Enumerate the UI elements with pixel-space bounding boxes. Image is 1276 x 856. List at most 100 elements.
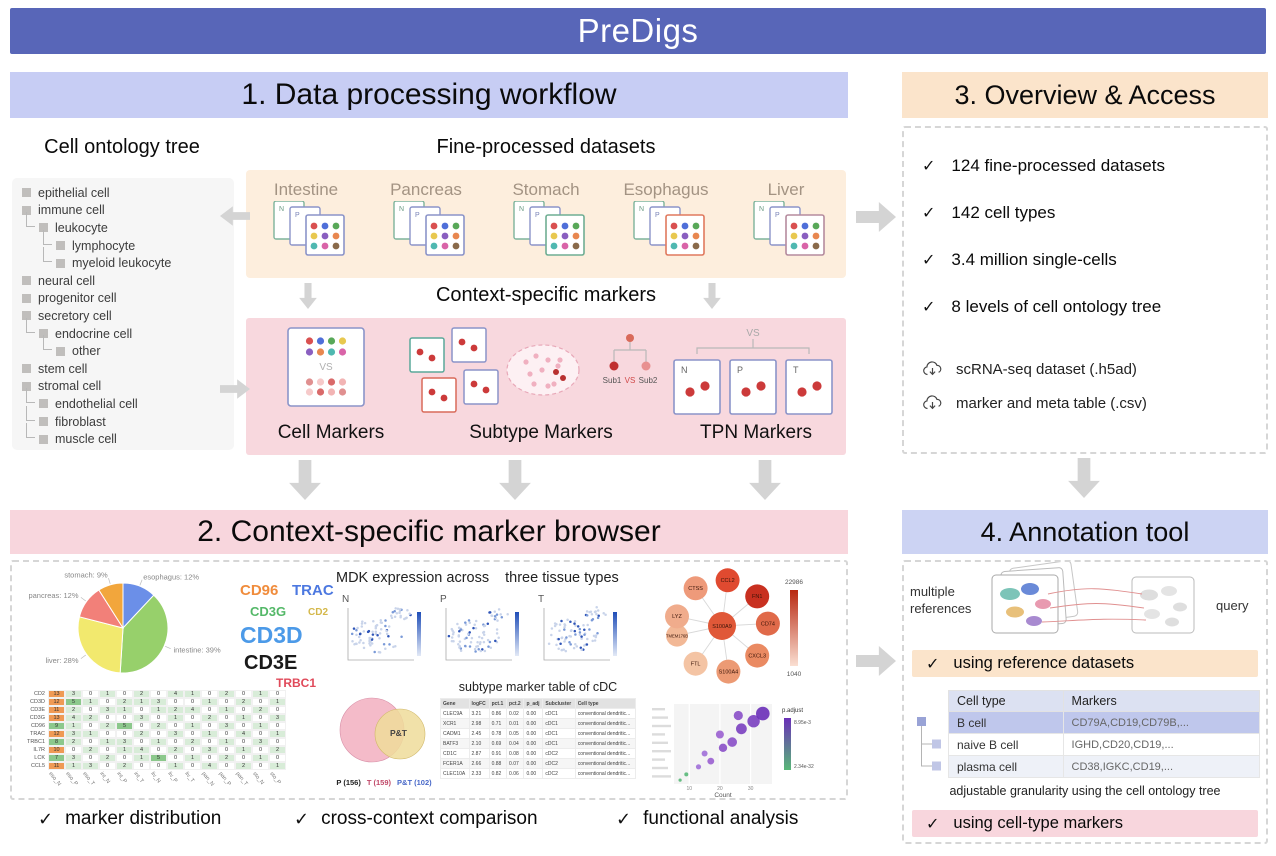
ontology-item-label: stem cell [38, 361, 88, 376]
section1-header: 1. Data processing workflow [10, 72, 848, 118]
feature-reference-label: using reference datasets [953, 654, 1135, 672]
svg-text:N: N [399, 206, 404, 213]
tissue-distribution-pie: esophagus: 12% intestine: 39% liver: 28%… [18, 564, 233, 694]
ontology-item-label: endocrine cell [55, 326, 133, 341]
overview-stat: ✓ 142 cell types [922, 189, 1258, 236]
svg-text:P: P [415, 212, 420, 219]
download-item-label: scRNA-seq dataset (.h5ad) [956, 360, 1137, 378]
tree-node-icon [56, 241, 65, 251]
svg-text:N: N [279, 206, 284, 213]
granularity-note: adjustable granularity using the cell on… [949, 784, 1221, 798]
tissue-name: Stomach [512, 180, 580, 199]
gene-CD96: CD96 [240, 582, 279, 599]
download-item: scRNA-seq dataset (.h5ad) [922, 352, 1258, 386]
svg-text:2.34e-32: 2.34e-32 [794, 764, 814, 770]
svg-text:P: P [295, 212, 300, 219]
subtype-markers-illustration: Sub1 VS Sub2 [408, 326, 658, 427]
svg-text:T: T [538, 594, 544, 605]
tissue-stomach: Stomach N P [488, 180, 604, 262]
arrow-markers-to-browser-3 [747, 460, 783, 500]
tissue-esophagus: Esophagus N P [608, 180, 724, 262]
gene-CD3D: CD3D [240, 622, 303, 648]
feature-markers-label: using cell-type markers [953, 814, 1124, 832]
venn-caption-part: P&T (102) [397, 778, 432, 787]
dataset-stack-icon: N P [266, 200, 346, 262]
ontology-item: leukocyte [12, 212, 234, 237]
check-icon: ✓ [616, 808, 632, 829]
arrow-datasets-to-tree [220, 205, 250, 227]
arrow-to-annotation [856, 644, 896, 678]
dataset-card-stack: N P [633, 200, 705, 256]
section2-header: 2. Context-specific marker browser [10, 510, 848, 554]
tree-node-icon [22, 188, 31, 198]
marker-group-label: TPN Markers [700, 422, 812, 443]
query-label: query [1216, 598, 1249, 613]
svg-text:FN1: FN1 [752, 594, 762, 600]
check-icon: ✓ [922, 298, 936, 316]
check-icon: ✓ [922, 204, 936, 222]
svg-text:liver: 28%: liver: 28% [46, 656, 79, 665]
arrow-to-overview [856, 200, 896, 234]
section1-title: 1. Data processing workflow [241, 78, 617, 111]
enrichment-dotplot: 10 20 30 Count p.adjust 8.95e-3 2.34e-32 [652, 704, 814, 799]
annotation-table-row: naive B cell IGHD,CD20,CD19,... [948, 733, 1261, 756]
browser-feature: ✓functional analysis [616, 808, 798, 830]
venn-caption: P (156)T (159)P&T (102) [330, 778, 438, 787]
browser-feature: ✓cross-context comparison [294, 808, 538, 830]
download-item-label: marker and meta table (.csv) [956, 394, 1147, 412]
dataset-stack-icon: N P [506, 200, 586, 262]
cell-type-cell: naive B cell [948, 733, 1064, 756]
svg-text:N: N [639, 206, 644, 213]
ontology-item-label: fibroblast [55, 414, 106, 429]
check-icon: ✓ [294, 808, 310, 829]
tree-node-icon [22, 276, 31, 286]
check-icon: ✓ [926, 815, 940, 833]
overview-stat-label: 124 fine-processed datasets [951, 155, 1165, 175]
tree-node-icon [22, 381, 31, 391]
svg-text:esophagus: 12%: esophagus: 12% [143, 572, 199, 581]
ontology-item-label: secretory cell [38, 308, 112, 323]
arrow-tree-to-markers [220, 378, 250, 400]
tissue-name: Intestine [273, 180, 339, 199]
tissue-pie-chart: esophagus: 12% intestine: 39% liver: 28%… [28, 571, 221, 674]
gene-CD3E: CD3E [244, 652, 298, 674]
ontology-item: myeloid leukocyte [12, 247, 234, 272]
gene-network-wrap: S100A9 CCL2 FN1 CD74 CXCL3 S100A4 FTL TM… [650, 564, 818, 701]
overview-stat-label: 142 cell types [951, 202, 1056, 222]
ontology-item: endothelial cell [12, 388, 234, 413]
ontology-item: secretory cell [12, 307, 234, 325]
ontology-item: endocrine cell [12, 317, 234, 343]
arrow-datasets-to-markers-left [298, 283, 318, 309]
ontology-item-label: epithelial cell [38, 185, 110, 200]
browser-feature-label: marker distribution [65, 808, 222, 829]
markers-cell: CD79A,CD19,CD79B,... [1062, 711, 1261, 734]
tissue-pancreas: Pancreas N P [368, 180, 484, 262]
download-item: marker and meta table (.csv) [922, 386, 1258, 420]
section3-title: 3. Overview & Access [954, 79, 1216, 110]
gene-TRAC: TRAC [292, 582, 334, 599]
svg-text:N: N [342, 594, 349, 605]
ontology-item: muscle cell [12, 423, 234, 448]
tree-node-icon [39, 223, 48, 233]
svg-text:CD74: CD74 [761, 621, 775, 627]
svg-text:pancreas: 12%: pancreas: 12% [28, 591, 78, 600]
ontology-item: stromal cell [12, 378, 234, 396]
svg-text:10: 10 [687, 786, 693, 792]
ontology-item-label: stromal cell [38, 379, 102, 394]
svg-text:CCL2: CCL2 [721, 578, 735, 584]
ontology-item: stem cell [12, 360, 234, 378]
gene-TRBC1: TRBC1 [276, 676, 317, 690]
overview-stat-label: 3.4 million single-cells [951, 249, 1117, 269]
ontology-item: neural cell [12, 272, 234, 290]
dataset-card-stack: N P [273, 200, 345, 256]
tpn-markers-illustration: VS N P T [670, 326, 836, 427]
ontology-tree-glyph [916, 692, 946, 783]
ontology-item: progenitor cell [12, 290, 234, 308]
svg-text:N: N [759, 206, 764, 213]
svg-text:1040: 1040 [787, 671, 802, 678]
